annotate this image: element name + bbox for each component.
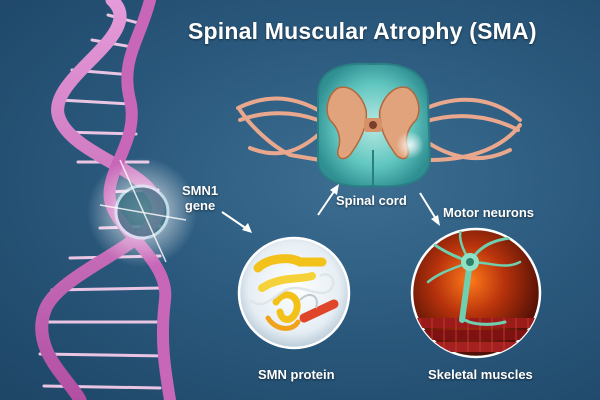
- label-smn1-gene-line1: SMN1: [182, 183, 219, 198]
- page-title: Spinal Muscular Atrophy (SMA): [188, 18, 537, 44]
- spinal-cord-icon: [236, 62, 522, 188]
- label-spinal-cord: Spinal cord: [336, 193, 407, 208]
- smn-protein-icon: [237, 236, 351, 350]
- label-motor-neurons: Motor neurons: [443, 205, 534, 220]
- label-smn-protein: SMN protein: [258, 367, 335, 382]
- label-smn1-gene-line2: gene: [184, 198, 216, 213]
- gene-highlight: [87, 157, 197, 267]
- motor-neuron-icon: [410, 227, 542, 359]
- label-skeletal-muscles: Skeletal muscles: [428, 367, 533, 382]
- label-smn1-gene: SMN1 gene: [182, 183, 218, 213]
- arrow-icons: [221, 184, 440, 233]
